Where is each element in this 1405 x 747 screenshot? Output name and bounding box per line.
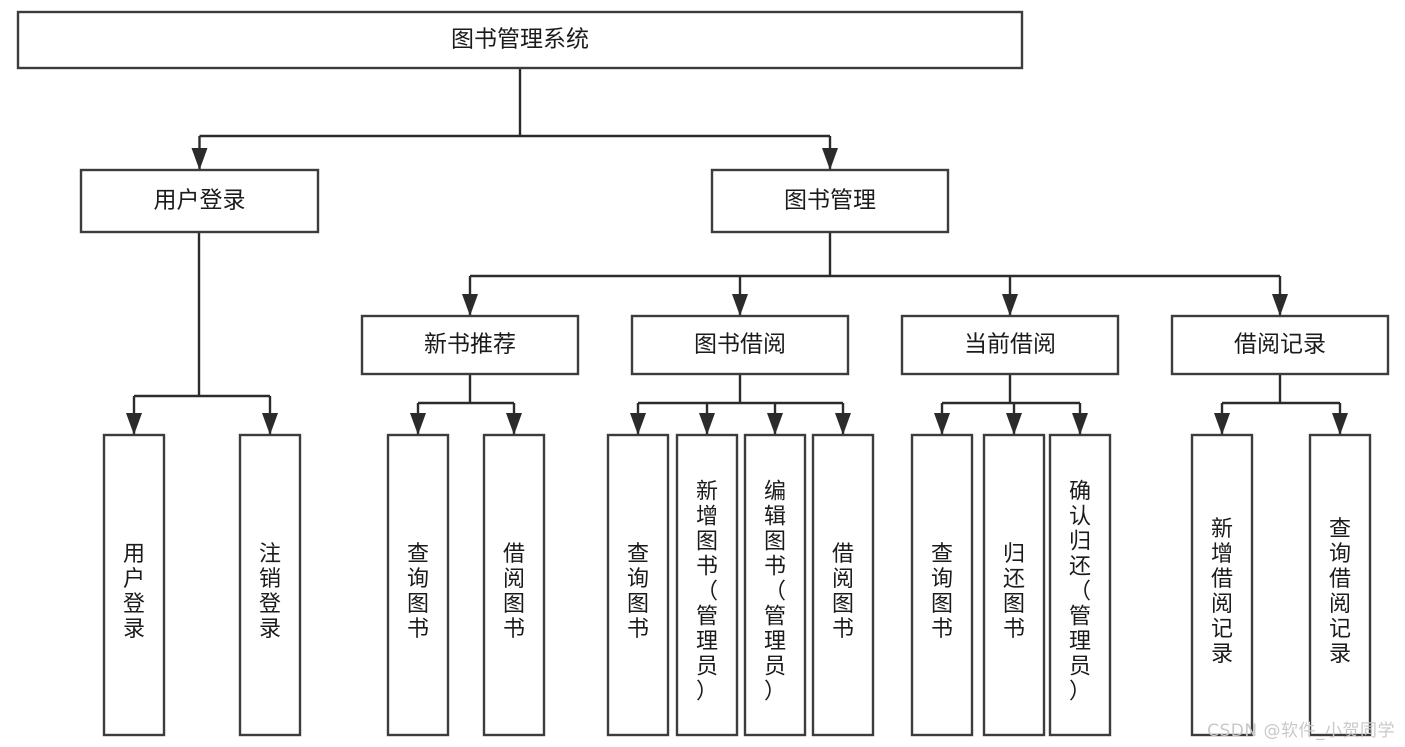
arrow-head-icon	[630, 413, 646, 435]
connector-group	[410, 374, 522, 435]
arrow-head-icon	[1006, 413, 1022, 435]
node-label: 用户登录	[123, 542, 145, 642]
arrow-head-icon	[262, 413, 278, 435]
node-box[interactable]	[630, 314, 850, 376]
node-box[interactable]	[982, 433, 1046, 737]
arrow-head-icon	[506, 413, 522, 435]
arrow-head-icon	[767, 413, 783, 435]
node-n-borrow[interactable]: 图书借阅	[630, 314, 850, 376]
arrow-head-icon	[1214, 413, 1230, 435]
node-box[interactable]	[1170, 314, 1390, 376]
node-box[interactable]	[482, 433, 546, 737]
node-l5[interactable]: 查询图书	[606, 433, 670, 737]
connector-group	[462, 232, 1288, 316]
node-l7[interactable]: 编辑图书（管理员）	[743, 433, 807, 737]
node-boxes-layer: 图书管理系统用户登录图书管理新书推荐图书借阅当前借阅借阅记录用户登录注销登录查询…	[16, 10, 1390, 737]
arrow-head-icon	[1272, 294, 1288, 316]
node-box[interactable]	[360, 314, 580, 376]
connector-group	[630, 374, 851, 435]
node-n-bookmgr[interactable]: 图书管理	[710, 168, 950, 234]
node-box[interactable]	[386, 433, 450, 737]
connector-group	[191, 68, 838, 170]
arrow-head-icon	[732, 294, 748, 316]
arrow-head-icon	[1002, 294, 1018, 316]
node-l2[interactable]: 注销登录	[238, 433, 302, 737]
node-l3[interactable]: 查询图书	[386, 433, 450, 737]
node-box[interactable]	[16, 10, 1024, 70]
node-box[interactable]	[811, 433, 875, 737]
node-label: 新增图书（管理员）	[696, 480, 718, 705]
node-label: 查询图书	[407, 542, 429, 642]
node-label: 新书推荐	[424, 332, 516, 358]
node-label: 查询借阅记录	[1329, 517, 1351, 667]
connector-group	[934, 374, 1088, 435]
node-l6[interactable]: 新增图书（管理员）	[675, 433, 739, 737]
node-label: 借阅记录	[1234, 332, 1326, 358]
node-box[interactable]	[910, 433, 974, 737]
arrow-head-icon	[462, 294, 478, 316]
connector-group	[1214, 374, 1348, 435]
node-n-login[interactable]: 用户登录	[79, 168, 320, 234]
node-box[interactable]	[606, 433, 670, 737]
node-l13[interactable]: 查询借阅记录	[1308, 433, 1372, 737]
node-n-current[interactable]: 当前借阅	[900, 314, 1120, 376]
node-l10[interactable]: 归还图书	[982, 433, 1046, 737]
node-label: 图书管理系统	[451, 27, 589, 53]
arrow-head-icon	[934, 413, 950, 435]
arrow-head-icon	[410, 413, 426, 435]
node-n-newrec[interactable]: 新书推荐	[360, 314, 580, 376]
node-label: 新增借阅记录	[1211, 517, 1233, 667]
node-l8[interactable]: 借阅图书	[811, 433, 875, 737]
node-label: 注销登录	[259, 542, 281, 642]
connector-edges-layer	[126, 68, 1348, 435]
node-l12[interactable]: 新增借阅记录	[1190, 433, 1254, 737]
node-box[interactable]	[238, 433, 302, 737]
node-box[interactable]	[743, 433, 807, 737]
node-box[interactable]	[900, 314, 1120, 376]
node-root[interactable]: 图书管理系统	[16, 10, 1024, 70]
node-label: 当前借阅	[964, 332, 1056, 358]
arrow-head-icon	[126, 413, 142, 435]
node-label: 图书管理	[784, 188, 876, 214]
node-box[interactable]	[1190, 433, 1254, 737]
node-label: 确认归还（管理员）	[1069, 480, 1091, 705]
node-box[interactable]	[1048, 433, 1112, 737]
node-l9[interactable]: 查询图书	[910, 433, 974, 737]
arrow-head-icon	[1332, 413, 1348, 435]
node-label: 图书借阅	[694, 332, 786, 358]
arrow-head-icon	[1072, 413, 1088, 435]
node-label: 编辑图书（管理员）	[764, 480, 786, 705]
arrow-head-icon	[822, 148, 838, 170]
arrow-head-icon	[191, 148, 208, 170]
connector-group	[126, 232, 278, 435]
node-label: 查询图书	[931, 542, 953, 642]
arrow-head-icon	[835, 413, 851, 435]
node-l11[interactable]: 确认归还（管理员）	[1048, 433, 1112, 737]
node-box[interactable]	[79, 168, 320, 234]
node-l1[interactable]: 用户登录	[102, 433, 166, 737]
node-label: 借阅图书	[832, 542, 854, 642]
arrow-head-icon	[699, 413, 715, 435]
node-box[interactable]	[710, 168, 950, 234]
node-label: 查询图书	[627, 542, 649, 642]
node-box[interactable]	[1308, 433, 1372, 737]
node-label: 借阅图书	[503, 542, 525, 642]
node-box[interactable]	[675, 433, 739, 737]
node-n-records[interactable]: 借阅记录	[1170, 314, 1390, 376]
node-label: 用户登录	[154, 188, 246, 214]
node-box[interactable]	[102, 433, 166, 737]
watermark-label: CSDN @软件_小贺同学	[1207, 721, 1395, 741]
node-label: 归还图书	[1003, 542, 1025, 642]
node-l4[interactable]: 借阅图书	[482, 433, 546, 737]
